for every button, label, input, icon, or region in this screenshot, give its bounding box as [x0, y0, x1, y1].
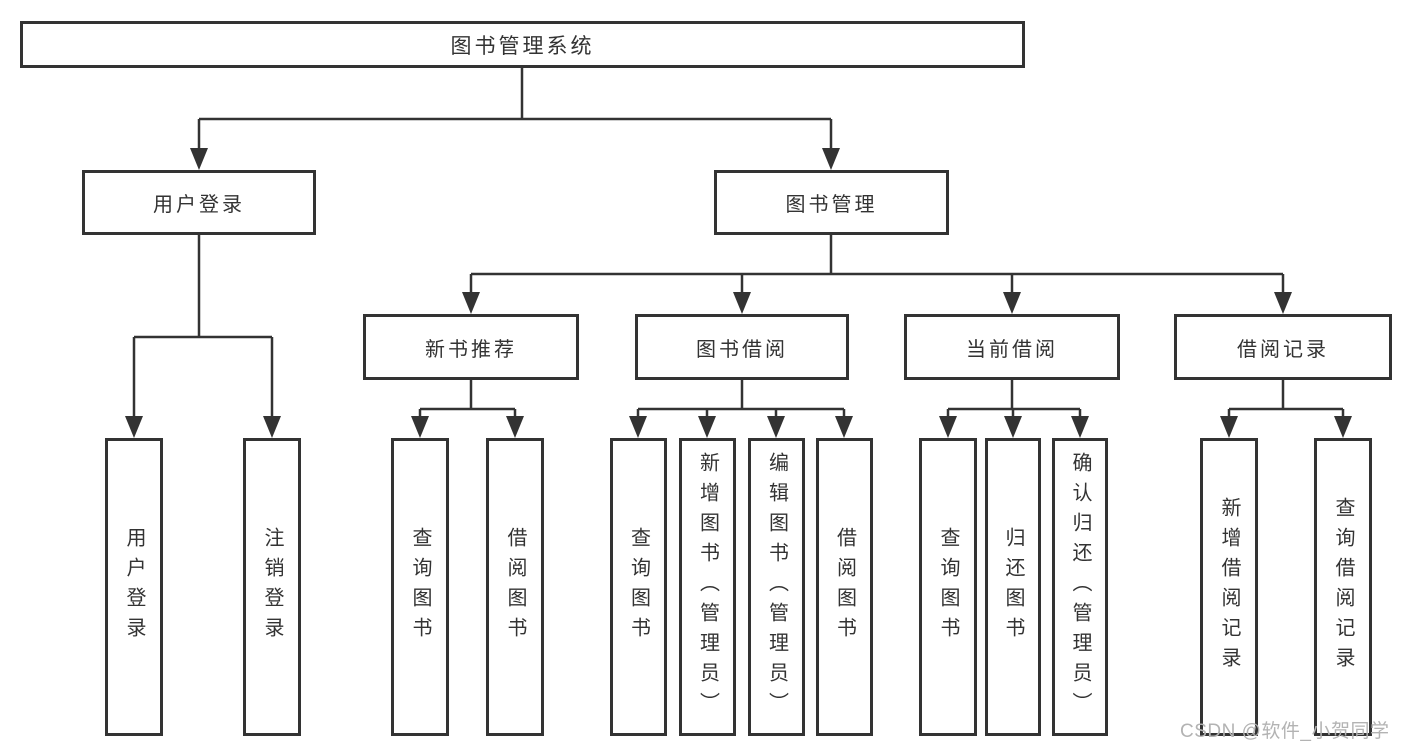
leaf-edit-book-admin-label: 编辑图书（管理员） — [765, 452, 788, 722]
connector-paths — [132, 68, 1345, 417]
leaf-borrow-books-recommend-label: 借阅图书 — [504, 527, 526, 647]
leaf-add-borrow-record: 新增借阅记录 — [1200, 438, 1258, 736]
node-book-borrowing: 图书借阅 — [635, 314, 849, 380]
node-new-book-recommend-label: 新书推荐 — [425, 338, 517, 361]
leaf-confirm-return-admin: 确认归还（管理员） — [1052, 438, 1108, 736]
node-book-management-label: 图书管理 — [785, 194, 878, 216]
leaf-logout-label: 注销登录 — [261, 527, 283, 647]
leaf-user-login-label: 用户登录 — [123, 527, 145, 647]
leaf-query-borrow-record-label: 查询借阅记录 — [1332, 497, 1354, 677]
leaf-query-books-current-label: 查询图书 — [937, 527, 959, 647]
node-current-borrowing: 当前借阅 — [904, 314, 1120, 380]
leaf-query-books-current: 查询图书 — [919, 438, 977, 736]
leaf-query-books-borrowing: 查询图书 — [610, 438, 667, 736]
node-library-management-system: 图书管理系统 — [20, 21, 1025, 68]
leaf-return-books-label: 归还图书 — [1002, 527, 1024, 647]
node-user-login-branch-label: 用户登录 — [153, 194, 245, 216]
csdn-watermark: CSDN @软件_小贺同学 — [1180, 721, 1390, 742]
leaf-confirm-return-admin-label: 确认归还（管理员） — [1069, 452, 1091, 722]
leaf-return-books: 归还图书 — [985, 438, 1041, 736]
node-library-management-system-label: 图书管理系统 — [450, 34, 595, 58]
leaf-query-borrow-record: 查询借阅记录 — [1314, 438, 1372, 736]
connector-arrowheads — [125, 148, 1352, 438]
node-user-login-branch: 用户登录 — [82, 170, 316, 235]
node-borrow-records-label: 借阅记录 — [1237, 338, 1329, 361]
leaf-add-book-admin: 新增图书（管理员） — [679, 438, 736, 736]
leaf-add-borrow-record-label: 新增借阅记录 — [1218, 497, 1240, 677]
node-borrow-records: 借阅记录 — [1174, 314, 1392, 380]
node-current-borrowing-label: 当前借阅 — [966, 338, 1058, 361]
leaf-edit-book-admin: 编辑图书（管理员） — [748, 438, 805, 736]
node-book-management: 图书管理 — [714, 170, 949, 235]
node-book-borrowing-label: 图书借阅 — [696, 338, 788, 361]
leaf-add-book-admin-label: 新增图书（管理员） — [696, 452, 719, 722]
leaf-borrow-books-recommend: 借阅图书 — [486, 438, 544, 736]
leaf-borrow-books-borrowing-label: 借阅图书 — [833, 527, 856, 647]
leaf-query-books-borrowing-label: 查询图书 — [627, 527, 650, 647]
leaf-user-login: 用户登录 — [105, 438, 163, 736]
node-new-book-recommend: 新书推荐 — [363, 314, 579, 380]
leaf-query-books-recommend-label: 查询图书 — [409, 527, 431, 647]
leaf-query-books-recommend: 查询图书 — [391, 438, 449, 736]
leaf-logout: 注销登录 — [243, 438, 301, 736]
leaf-borrow-books-borrowing: 借阅图书 — [816, 438, 873, 736]
